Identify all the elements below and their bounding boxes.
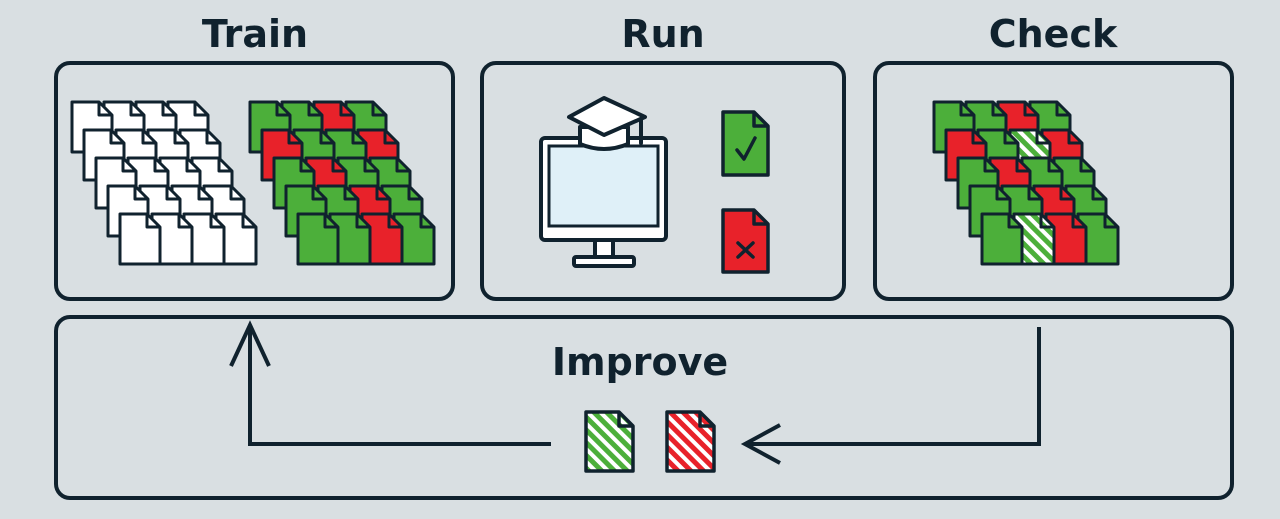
document-check-icon	[721, 110, 770, 177]
train-title: Train	[201, 12, 309, 56]
improve-panel	[54, 315, 1234, 500]
document-hatched-icon	[584, 410, 716, 473]
feedback-arrow-icon	[229, 320, 1041, 465]
check-panel	[873, 61, 1234, 301]
improve-title: Improve	[551, 340, 729, 384]
document-cross-icon	[721, 208, 770, 274]
check-title: Check	[988, 12, 1118, 56]
train-panel	[54, 61, 455, 301]
document-stack-checked-icon	[932, 100, 1120, 266]
run-title: Run	[621, 12, 705, 56]
document-stack-labeled-icon	[248, 100, 436, 266]
document-stack-white-icon	[70, 100, 258, 266]
run-panel	[480, 61, 846, 301]
computer-graduation-cap-icon	[539, 96, 668, 268]
